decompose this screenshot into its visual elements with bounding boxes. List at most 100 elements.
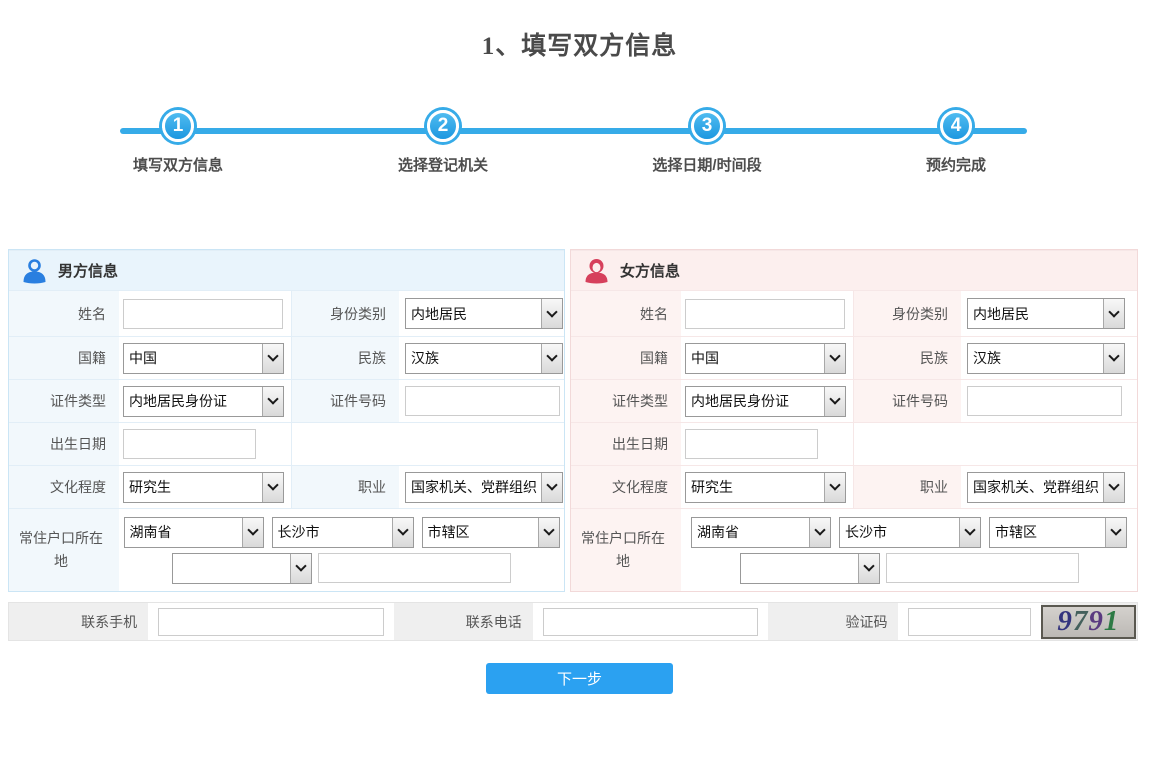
female-panel-title: 女方信息: [620, 263, 681, 280]
female-street-select[interactable]: [739, 552, 880, 584]
female-idtype-value: 内地居民身份证: [691, 393, 789, 409]
captcha-digit: 9: [1057, 605, 1073, 637]
female-ethnicity-value: 汉族: [973, 350, 1001, 366]
chevron-down-icon: [1108, 305, 1120, 318]
female-identity-select[interactable]: 内地居民: [967, 298, 1125, 329]
male-name-input[interactable]: [123, 298, 283, 329]
female-nationality-value: 中国: [691, 350, 719, 366]
male-occupation-value: 国家机关、党群组织: [411, 479, 537, 495]
male-district-value: 市辖区: [427, 524, 470, 540]
male-residence-area: 湖南省 长沙市 市辖区: [119, 508, 564, 591]
male-province-dropdown-button: [241, 517, 263, 547]
female-name-input[interactable]: [685, 298, 845, 329]
info-panels: 男方信息 姓名 身份类别 内地居民 国籍 中国 民族 汉: [8, 249, 1138, 592]
female-city-dropdown-button: [959, 517, 980, 547]
chevron-down-icon: [396, 524, 409, 536]
female-residence-area: 湖南省 长沙市 市辖区: [681, 508, 1137, 591]
female-district-select[interactable]: 市辖区: [989, 516, 1127, 548]
female-street-value: [741, 554, 858, 583]
male-ethnicity-select[interactable]: 汉族: [405, 342, 563, 374]
page-title: 1、填写双方信息: [481, 33, 678, 60]
female-city-value: 长沙市: [845, 524, 887, 540]
step-3-circle: 3: [691, 110, 723, 142]
captcha-label: 验证码: [845, 613, 888, 630]
female-occupation-dropdown-button: [1103, 472, 1124, 502]
male-panel-header: 男方信息: [9, 250, 564, 290]
female-nationality-select[interactable]: 中国: [685, 342, 846, 374]
phone-label: 联系电话: [465, 613, 522, 630]
male-occupation-select[interactable]: 国家机关、党群组织: [405, 471, 563, 503]
male-street-select[interactable]: [172, 552, 312, 584]
female-ethnicity-select[interactable]: 汉族: [967, 342, 1125, 374]
male-district-dropdown-button: [537, 517, 559, 547]
male-nationality-select[interactable]: 中国: [123, 342, 284, 374]
step-2-circle: 2: [427, 110, 459, 142]
female-occupation-select[interactable]: 国家机关、党群组织: [967, 471, 1125, 503]
male-education-select[interactable]: 研究生: [123, 471, 284, 503]
male-street-value: [173, 554, 290, 583]
captcha-input[interactable]: [908, 607, 1031, 636]
female-info-panel: 女方信息 姓名 身份类别 内地居民 国籍 中国 民族 汉: [570, 249, 1138, 592]
male-identity-select[interactable]: 内地居民: [405, 298, 563, 329]
male-identity-value: 内地居民: [411, 305, 467, 322]
chevron-down-icon: [542, 524, 555, 536]
female-education-select[interactable]: 研究生: [685, 471, 846, 503]
male-occupation-label: 职业: [291, 465, 399, 508]
step-1: 1 填写双方信息: [93, 106, 263, 175]
chevron-down-icon: [267, 479, 279, 491]
male-district-select[interactable]: 市辖区: [421, 516, 560, 548]
male-idnumber-input[interactable]: [405, 386, 560, 416]
mobile-label: 联系手机: [81, 613, 138, 630]
female-identity-dropdown-button: [1103, 299, 1124, 328]
female-district-value: 市辖区: [995, 524, 1037, 540]
female-name-label: 姓名: [571, 290, 681, 336]
female-idtype-label: 证件类型: [571, 379, 681, 422]
male-birth-input[interactable]: [123, 429, 256, 459]
next-step-button[interactable]: 下一步: [486, 663, 673, 694]
female-education-dropdown-button: [824, 472, 845, 502]
female-identity-value: 内地居民: [973, 305, 1029, 322]
male-province-select[interactable]: 湖南省: [123, 516, 264, 548]
chevron-down-icon: [1110, 524, 1122, 536]
male-city-select[interactable]: 长沙市: [271, 516, 414, 548]
step-3-label: 选择日期/时间段: [652, 157, 762, 174]
captcha-digit: 9: [1088, 605, 1104, 637]
male-nationality-dropdown-button: [262, 343, 283, 373]
female-identity-label: 身份类别: [853, 290, 961, 336]
female-birth-input[interactable]: [685, 429, 818, 459]
male-province-value: 湖南省: [129, 524, 172, 540]
female-province-dropdown-button: [809, 517, 830, 547]
female-idnumber-input[interactable]: [967, 386, 1122, 416]
female-address-input[interactable]: [885, 553, 1079, 583]
female-idnumber-label: 证件号码: [853, 379, 961, 422]
male-nationality-label: 国籍: [9, 336, 119, 379]
female-ethnicity-label: 民族: [853, 336, 961, 379]
step-4-circle: 4: [940, 110, 972, 142]
step-2-number: 2: [437, 115, 449, 136]
step-1-number: 1: [172, 115, 184, 136]
chevron-down-icon: [267, 393, 279, 405]
mobile-input[interactable]: [158, 607, 384, 636]
chevron-down-icon: [546, 305, 558, 318]
male-person-icon: [23, 259, 46, 284]
male-education-dropdown-button: [262, 472, 283, 502]
female-province-select[interactable]: 湖南省: [691, 516, 831, 548]
chevron-down-icon: [546, 479, 558, 491]
female-idtype-select[interactable]: 内地居民身份证: [685, 385, 846, 417]
male-idtype-select[interactable]: 内地居民身份证: [123, 385, 284, 417]
chevron-down-icon: [546, 350, 558, 362]
female-district-dropdown-button: [1105, 517, 1126, 547]
chevron-down-icon: [964, 524, 976, 536]
male-address-input[interactable]: [318, 553, 511, 583]
female-street-dropdown-button: [857, 553, 879, 583]
progress-stepper: 1 填写双方信息 2 选择登记机关 3 选择日期/时间段 4 预约完成: [0, 106, 1159, 211]
female-city-select[interactable]: 长沙市: [839, 516, 981, 548]
chevron-down-icon: [814, 524, 826, 536]
male-idtype-value: 内地居民身份证: [129, 393, 227, 409]
step-4: 4 预约完成: [871, 106, 1041, 175]
chevron-down-icon: [862, 560, 875, 572]
phone-input[interactable]: [542, 607, 759, 636]
female-person-icon: [585, 259, 608, 284]
male-panel-title: 男方信息: [58, 263, 119, 280]
male-idtype-dropdown-button: [262, 386, 283, 416]
